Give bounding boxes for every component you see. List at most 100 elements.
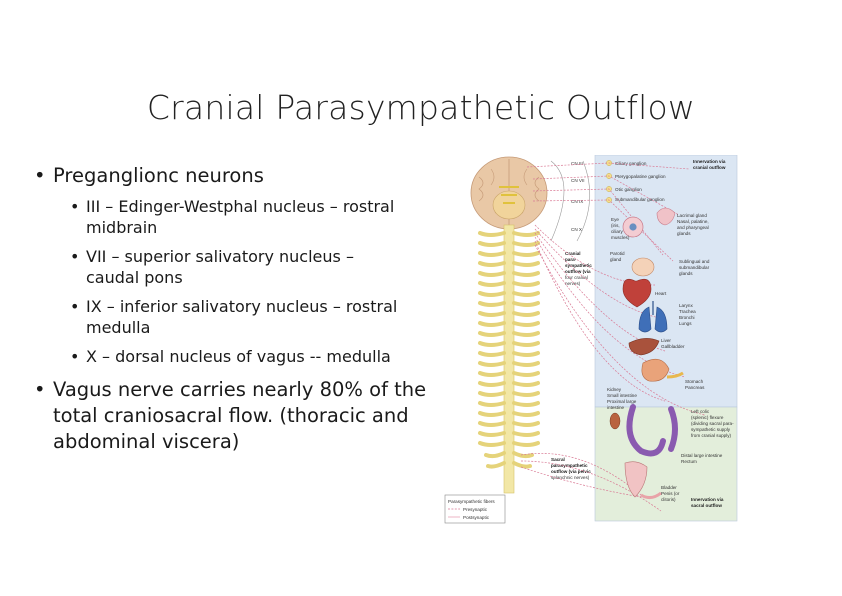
cn-label: CN IX: [571, 199, 583, 204]
colic-label: sympathetic supply: [691, 427, 731, 432]
kidney-label: intestine: [607, 405, 625, 410]
subbullet-ix: • IX – inferior salivatory nucleus – ros…: [70, 296, 450, 338]
eye-icon: [622, 216, 644, 238]
slide-title: Cranial Parasympathetic Outflow: [146, 88, 696, 127]
lacrimal-label: Nasal, palatine,: [677, 219, 709, 224]
stomach-label: Stomach: [685, 379, 704, 384]
subbullet-line: III – Edinger-Westphal nucleus – rostral: [86, 197, 395, 216]
stomach-icon: [641, 358, 684, 382]
spinal-cord: [503, 224, 515, 494]
cn-label: CN III: [571, 161, 583, 166]
subbullet-glyph: •: [70, 347, 80, 366]
cranial-outflow-label: nerves): [565, 281, 581, 286]
cn-label: CN VII: [571, 178, 585, 183]
salivary-icon: [631, 257, 655, 277]
cranial-outflow-label: Cranial: [565, 251, 581, 256]
subbullet-x: • X – dorsal nucleus of vagus -- medulla: [70, 346, 450, 367]
eye-label: (iris,: [611, 223, 620, 228]
distal-label: Rectum: [681, 459, 697, 464]
bladder-label: Penis (or: [661, 491, 680, 496]
kidney-label: Proximal large: [607, 399, 637, 404]
bladder-label: Bladder: [661, 485, 677, 490]
lungs-label: Trachea: [679, 309, 696, 314]
heart-label: Heart: [655, 291, 667, 296]
cranial-header: cranial outflow: [693, 165, 726, 170]
colic-label: (dividing sacral para-: [691, 421, 734, 426]
subbullet-line: X – dorsal nucleus of vagus -- medulla: [86, 347, 391, 366]
cranial-outflow-label: four cranial: [565, 275, 588, 280]
eye-label: Eye: [611, 217, 619, 222]
cranial-outflow-label: sympathetic: [565, 263, 592, 268]
cranial-outflow-label: para-: [565, 257, 577, 262]
bullet-glyph: •: [34, 164, 46, 187]
fiber-legend: Parasympathetic fibers Presynaptic Posts…: [444, 494, 506, 524]
lacrimal-label: and pharyngeal: [677, 225, 709, 230]
distal-label: Distal large intestine: [681, 453, 723, 458]
cranial-outflow-label: outflow (via: [565, 269, 591, 274]
liver-label: Liver: [661, 338, 671, 343]
bullet-glyph: •: [34, 378, 46, 401]
figure-svg: CN III CN VII CN IX CN X Ciliary ganglio…: [444, 155, 738, 524]
ganglion-label: Pterygopalatine ganglion: [615, 174, 666, 179]
spinal-nerves: [478, 231, 540, 469]
legend-presynaptic: Presynaptic: [463, 507, 488, 512]
subbullet-line: caudal pons: [86, 268, 183, 287]
brain-icon: [470, 156, 548, 230]
lungs-label: Lungs: [679, 321, 692, 326]
subbullet-glyph: •: [70, 197, 80, 216]
stomach-label: Pancreas: [685, 385, 705, 390]
ganglion-label: Submandibular ganglion: [615, 197, 665, 202]
intestine-icon: [609, 404, 678, 457]
subbullet-glyph: •: [70, 247, 80, 266]
lacrimal-icon: [656, 207, 676, 226]
parotid-label: gland: [610, 257, 622, 262]
sacral-outflow-label: Sacral: [551, 457, 565, 462]
colic-label: Left colic: [691, 409, 710, 414]
lungs-label: Bronchi: [679, 315, 695, 320]
sublingual-label: Sublingual and: [679, 259, 710, 264]
bullet-line: abdominal viscera): [53, 430, 240, 453]
kidney-label: Small intestine: [607, 393, 637, 398]
bullet-preganglionic: • Preganglionc neurons: [34, 163, 454, 189]
sacral-header: Innervation via: [691, 497, 724, 502]
sublingual-label: submandibular: [679, 265, 710, 270]
ganglion-label: Otic ganglion: [615, 187, 642, 192]
subbullet-line: midbrain: [86, 218, 158, 237]
bullet-line: Vagus nerve carries nearly 80% of the: [53, 378, 427, 401]
sacral-outflow-label: parasympathetic: [551, 463, 588, 468]
lacrimal-label: glands: [677, 231, 691, 236]
sacral-header: sacral outflow: [691, 503, 722, 508]
lungs-label: Larynx: [679, 303, 693, 308]
subbullet-line: IX – inferior salivatory nucleus – rostr…: [86, 297, 398, 316]
colic-label: from cranial supply): [691, 433, 732, 438]
lacrimal-label: Lacrimal gland: [677, 213, 707, 218]
subbullet-line: VII – superior salivatory nucleus –: [86, 247, 354, 266]
lungs-icon: [638, 301, 668, 333]
subbullet-glyph: •: [70, 297, 80, 316]
legend-title: Parasympathetic fibers: [448, 499, 495, 504]
parasympathetic-figure: CN III CN VII CN IX CN X Ciliary ganglio…: [443, 155, 739, 528]
subbullet-line: medulla: [86, 318, 151, 337]
bladder-icon: [624, 461, 662, 500]
liver-icon: [628, 338, 660, 356]
parotid-label: Parotid: [610, 251, 625, 256]
bladder-label: clitoris): [661, 497, 676, 502]
subbullet-iii: • III – Edinger-Westphal nucleus – rostr…: [70, 196, 450, 238]
eye-label: ciliary: [611, 229, 623, 234]
bullet-vagus: • Vagus nerve carries nearly 80% of the …: [34, 377, 454, 455]
heart-icon: [622, 278, 652, 308]
bullet-line: total craniosacral flow. (thoracic and: [53, 404, 409, 427]
cranial-header: Innervation via: [693, 159, 726, 164]
bullet-text: Preganglionc neurons: [53, 164, 264, 187]
sublingual-label: glands: [679, 271, 693, 276]
sacral-outflow-label: splanchnic nerves): [551, 475, 590, 480]
legend-postsynaptic: Postsynaptic: [463, 515, 490, 520]
liver-label: Gallbladder: [661, 344, 685, 349]
ganglion-label: Ciliary ganglion: [615, 161, 647, 166]
eye-label: muscles): [611, 235, 630, 240]
sacral-outflow-label: outflow (via pelvic: [551, 469, 591, 474]
kidney-label: Kidney: [607, 387, 622, 392]
colic-label: (splenic) flexure: [691, 415, 724, 420]
subbullet-vii: • VII – superior salivatory nucleus – ca…: [70, 246, 450, 288]
